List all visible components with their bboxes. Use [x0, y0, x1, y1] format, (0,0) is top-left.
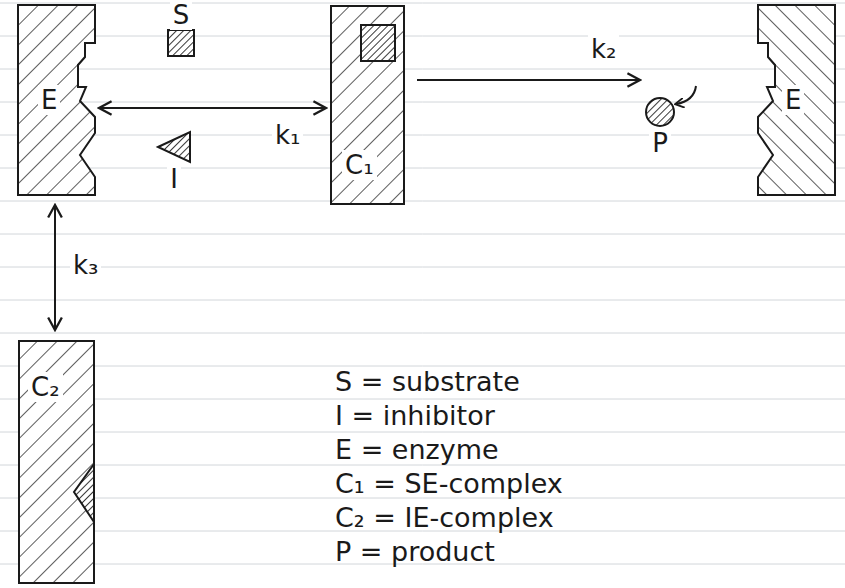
substrate-square: S [164, 0, 198, 58]
key-entry: I = inhibitor [335, 400, 495, 432]
complex-outline [331, 6, 404, 204]
enzyme-outline [758, 5, 835, 195]
enzyme-outline [18, 5, 95, 195]
key-entry: P = product [335, 536, 495, 568]
shape-outline [168, 30, 194, 56]
rate-constant: k₁ [272, 120, 303, 150]
complex-block: C₂ [18, 340, 95, 584]
reaction-arrow [99, 107, 326, 109]
key-entry: C₁ = SE-complex [335, 468, 563, 500]
node-label: C₂ [28, 372, 63, 402]
rate-constant: k₂ [588, 34, 619, 64]
inhibitor-triangle: I [154, 131, 194, 196]
shape-outline [158, 132, 190, 162]
shape-outline [646, 98, 674, 126]
pointer-arrow [676, 86, 696, 104]
product-symbol [646, 98, 674, 126]
node-label: I [167, 164, 181, 194]
product-circle: P [640, 70, 680, 162]
node-label: E [782, 85, 804, 115]
shape-outline [758, 5, 835, 195]
shape-outline [19, 341, 94, 583]
bound-inhibitor [74, 464, 94, 522]
enzyme-block: E [758, 5, 835, 195]
reaction-arrow [54, 205, 56, 330]
shape-outline [331, 6, 404, 204]
node-label: P [649, 128, 671, 158]
key-entry: E = enzyme [335, 434, 499, 466]
shape-outline [18, 5, 95, 195]
node-label: E [38, 85, 60, 115]
node-label: S [170, 0, 193, 30]
reaction-arrow [417, 79, 640, 81]
substrate-symbol [168, 30, 194, 56]
enzyme-block: E [18, 5, 95, 195]
node-label: C₁ [342, 150, 377, 180]
bound-substrate [361, 25, 395, 61]
complex-block: C₁ [330, 5, 405, 205]
rate-constant: k₃ [70, 250, 101, 280]
inhibitor-symbol [158, 132, 190, 162]
key-entry: S = substrate [335, 366, 520, 398]
complex-outline [19, 341, 94, 583]
key-entry: C₂ = IE-complex [335, 502, 554, 534]
